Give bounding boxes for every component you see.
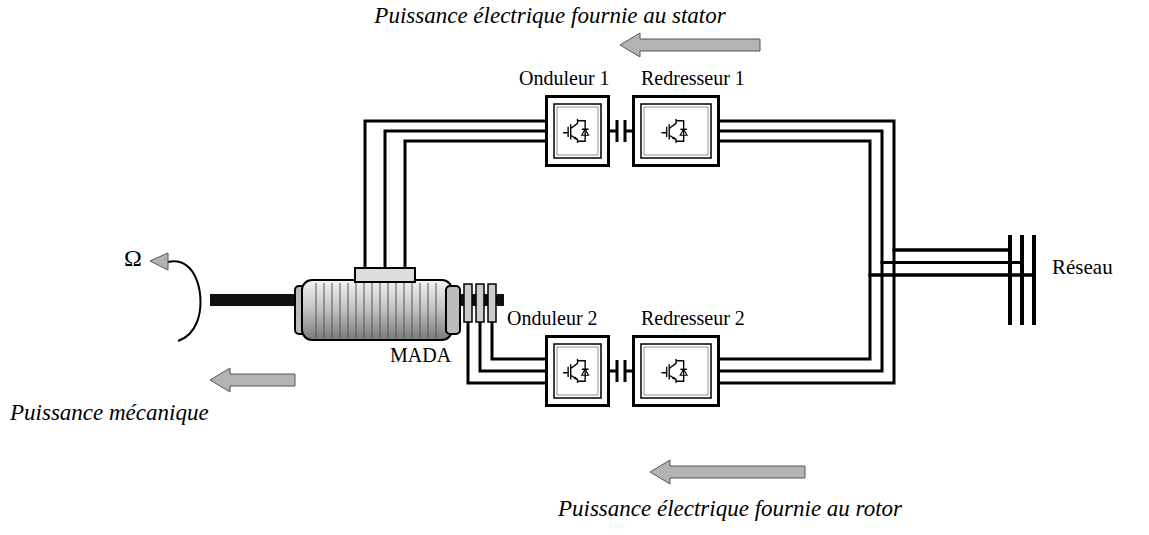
power-flow-label: Puissance électrique fournie au rotor (558, 496, 902, 522)
wire-bundle (610, 130, 632, 133)
node-label: MADA (390, 344, 451, 367)
shaft (210, 294, 305, 306)
power-arrow (620, 33, 760, 57)
inverter-box: Onduleur 2 (545, 335, 610, 407)
wire-bundle (468, 322, 545, 383)
power-arrow (210, 368, 295, 392)
power-arrow (650, 460, 805, 484)
node-label: Redresseur 2 (641, 307, 745, 330)
speed-symbol: Ω (124, 245, 142, 273)
wire-bundle (610, 370, 632, 373)
rectifier-box: Redresseur 2 (632, 335, 720, 407)
grid-outline (1000, 230, 1130, 330)
power-flow-label: Puissance électrique fournie au stator (374, 3, 725, 29)
node-label: Redresseur 1 (641, 67, 745, 90)
rotation-arrow (168, 261, 200, 341)
grid-busbar: Réseau (1000, 230, 1130, 330)
node-label: Onduleur 1 (519, 67, 610, 90)
power-flow-label: Puissance mécanique (10, 400, 209, 426)
wire-bundle (365, 121, 545, 268)
converter-outline (545, 95, 610, 167)
capacitor-symbol (617, 120, 625, 142)
wire-bundle (720, 121, 1034, 275)
capacitor-symbol (617, 360, 625, 382)
node-label: Réseau (1052, 255, 1113, 279)
rectifier-box: Redresseur 1 (632, 95, 720, 167)
inverter-box: Onduleur 1 (545, 95, 610, 167)
machine-node: MADA (290, 260, 505, 370)
node-label: Onduleur 2 (507, 307, 598, 330)
converter-outline (545, 335, 610, 407)
rotation-arrowhead (150, 253, 168, 270)
converter-outline (632, 335, 720, 407)
wire-bundle (720, 250, 1034, 383)
converter-outline (632, 95, 720, 167)
